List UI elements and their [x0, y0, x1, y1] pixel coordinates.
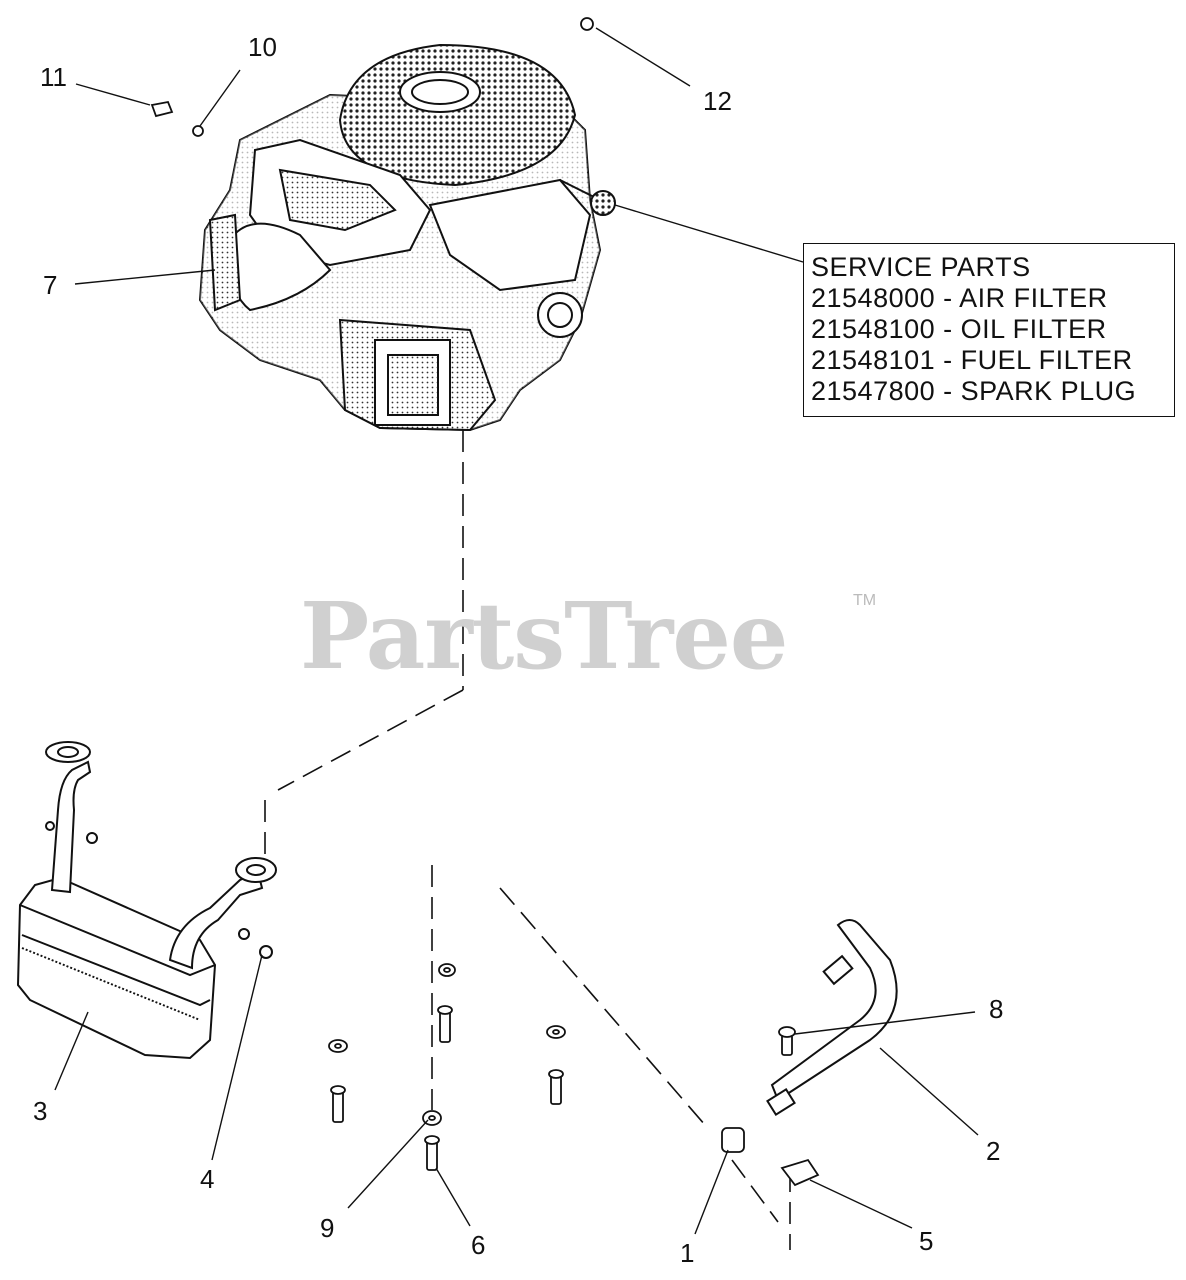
callout-5: 5 — [919, 1226, 934, 1256]
assembly-guide-lines — [264, 430, 791, 1250]
callout-12: 12 — [703, 86, 732, 116]
callout-2: 2 — [986, 1136, 1001, 1166]
callout-6: 6 — [471, 1230, 486, 1260]
hardware-parts — [150, 17, 820, 1187]
callout-8: 8 — [989, 994, 1004, 1024]
callout-1: 1 — [680, 1238, 695, 1268]
callout-7: 7 — [43, 270, 58, 300]
service-parts-heading: SERVICE PARTS — [811, 252, 1031, 282]
engine-assembly — [198, 43, 616, 432]
service-part-spark-plug: 21547800 - SPARK PLUG — [811, 376, 1137, 406]
watermark-tm: TM — [853, 592, 877, 609]
muffler-assembly — [16, 741, 277, 1060]
breather-hose — [766, 919, 898, 1116]
callout-10: 10 — [248, 32, 277, 62]
service-part-fuel-filter: 21548101 - FUEL FILTER — [811, 345, 1133, 375]
watermark-partstree: PartsTree — [300, 582, 788, 690]
callout-9: 9 — [320, 1213, 335, 1243]
callout-11: 11 — [40, 62, 67, 92]
service-part-oil-filter: 21548100 - OIL FILTER — [811, 314, 1107, 344]
service-parts-box: SERVICE PARTS 21548000 - AIR FILTER 2154… — [803, 243, 1175, 417]
callout-3: 3 — [33, 1096, 48, 1126]
callout-leaders — [54, 27, 979, 1235]
callout-4: 4 — [200, 1164, 215, 1194]
service-part-air-filter: 21548000 - AIR FILTER — [811, 283, 1108, 313]
